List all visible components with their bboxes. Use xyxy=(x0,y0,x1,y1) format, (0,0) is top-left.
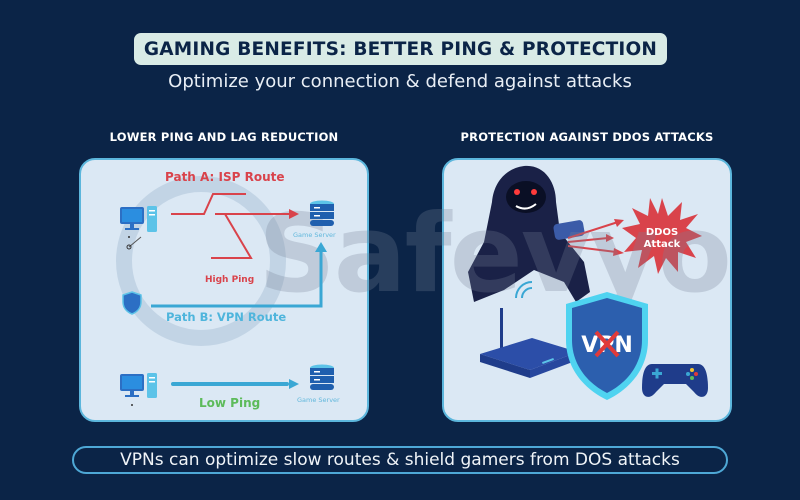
desktop-computer-icon xyxy=(120,206,157,250)
vpn-shield-icon: VPN xyxy=(566,292,648,400)
low-ping-route-arrow xyxy=(171,379,299,389)
server-label-top: Game Server xyxy=(293,231,336,239)
title-banner: GAMING BENEFITS: BETTER PING & PROTECTIO… xyxy=(134,33,667,65)
right-section-heading: PROTECTION AGAINST DDOS ATTACKS xyxy=(460,130,714,144)
ddos-attack-label: DDOS Attack xyxy=(643,227,681,250)
router-icon xyxy=(480,308,578,378)
high-ping-label: High Ping xyxy=(205,275,255,285)
footer-caption: VPNs can optimize slow routes & shield g… xyxy=(120,450,680,470)
low-ping-label: Low Ping xyxy=(199,396,261,410)
page-subtitle: Optimize your connection & defend agains… xyxy=(168,71,632,92)
vpn-route-arrow xyxy=(151,242,327,308)
game-server-icon-bottom xyxy=(310,364,334,390)
ddos-burst-icon xyxy=(622,198,702,274)
footer-caption-pill: VPNs can optimize slow routes & shield g… xyxy=(72,446,728,474)
path-b-label: Path B: VPN Route xyxy=(166,310,287,324)
game-server-icon xyxy=(310,200,334,226)
isp-route-zigzag-arrow xyxy=(171,193,299,259)
attack-arrows xyxy=(568,219,624,256)
ddos-panel: DDOS Attack VPN xyxy=(442,158,732,422)
left-section-heading: LOWER PING AND LAG REDUCTION xyxy=(109,130,339,144)
wifi-icon xyxy=(515,281,533,299)
shield-icon xyxy=(122,291,142,315)
page-title: GAMING BENEFITS: BETTER PING & PROTECTIO… xyxy=(143,38,658,60)
server-label-bottom: Game Server xyxy=(297,396,340,404)
desktop-computer-icon-bottom xyxy=(120,373,157,406)
gamepad-icon xyxy=(642,364,708,397)
path-a-label: Path A: ISP Route xyxy=(165,170,285,184)
